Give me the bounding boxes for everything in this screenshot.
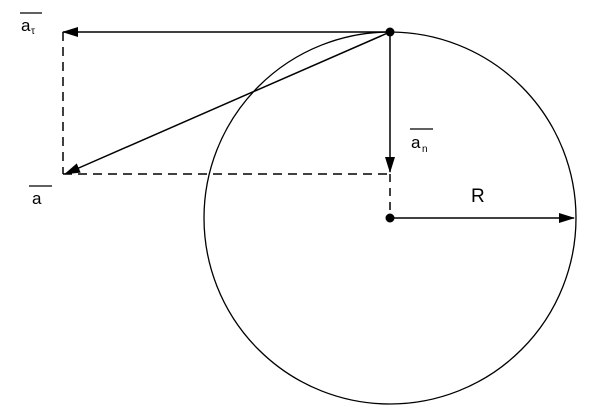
normal-label-base: a bbox=[411, 133, 421, 152]
tangential-label-base: a bbox=[21, 16, 31, 35]
moving-point bbox=[385, 27, 395, 37]
normal-label: a n bbox=[410, 128, 433, 155]
tangential-label: a τ bbox=[20, 12, 42, 37]
center-point bbox=[385, 213, 395, 223]
tangential-label-subscript: τ bbox=[31, 26, 35, 37]
normal-label-subscript: n bbox=[422, 144, 428, 155]
total-acceleration-arrow bbox=[64, 31, 391, 175]
total-label-base: a bbox=[32, 189, 42, 208]
radius-label: R bbox=[471, 186, 485, 207]
total-label: a bbox=[29, 185, 52, 208]
